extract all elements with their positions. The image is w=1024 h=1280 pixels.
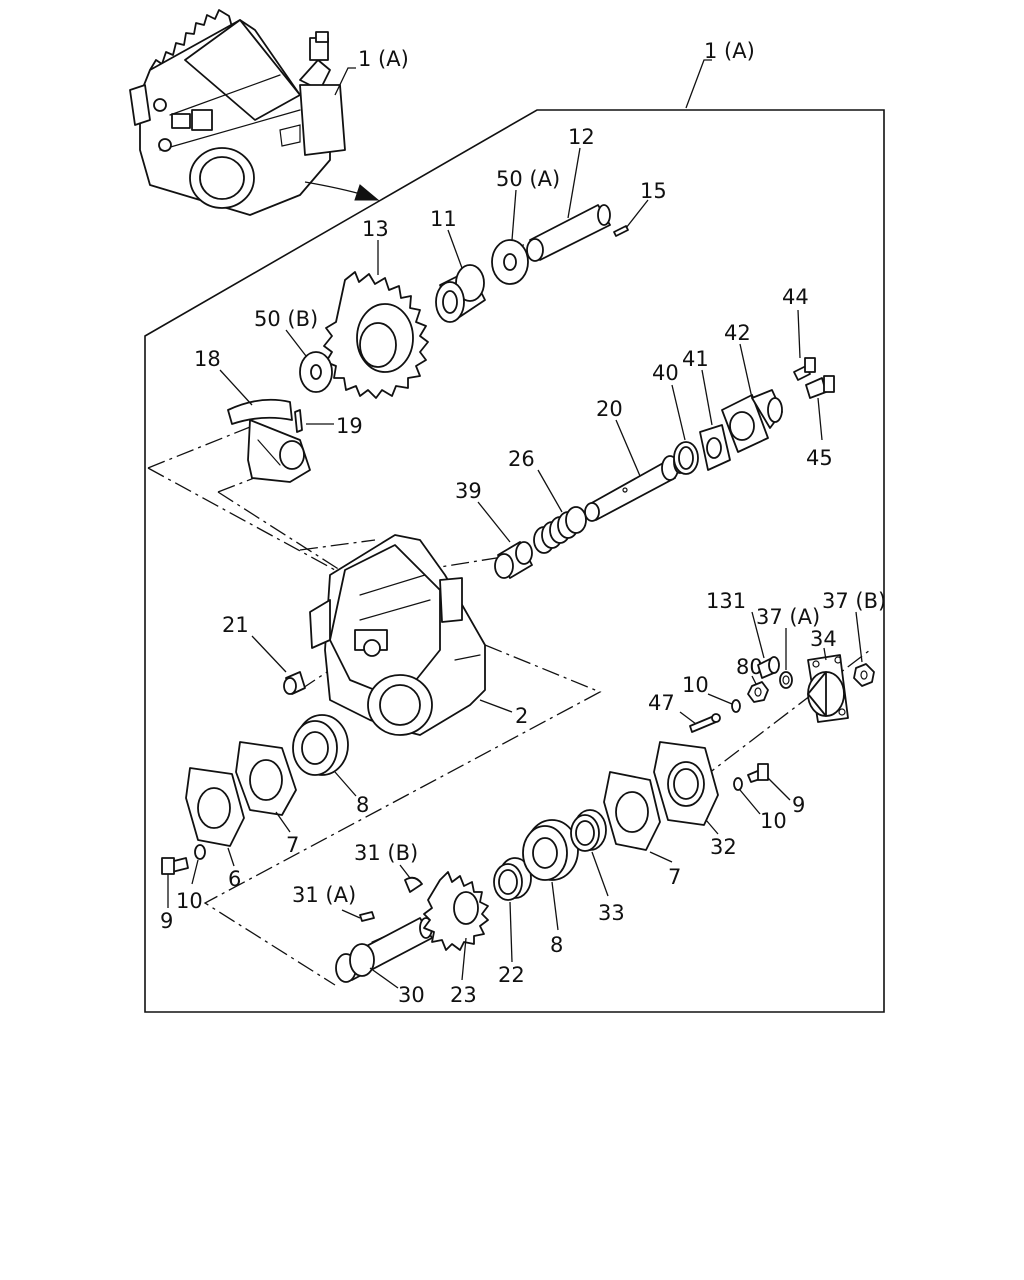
label-41: 41 [682,347,709,371]
label-20: 20 [596,397,623,421]
part-44-bolt [793,357,816,381]
label-131: 131 [706,589,746,613]
label-10-mid: 10 [682,673,709,697]
part-6-cover-plate [185,767,245,847]
part-10-washer-right [733,777,743,791]
part-26-spring [533,506,587,554]
label-23: 23 [450,983,477,1007]
label-37a: 37 (A) [756,605,820,629]
part-31b-key [404,876,423,893]
part-34-cover [807,654,849,723]
part-32-cover-plate [653,741,719,826]
part-42-cover [721,389,783,453]
label-44: 44 [782,285,809,309]
label-18: 18 [194,347,221,371]
part-30-output-shaft [335,917,433,983]
part-20-shift-rod [584,450,687,522]
part-37b-nut [853,663,875,687]
part-23-gear [423,871,489,951]
label-42: 42 [724,321,751,345]
label-7-right: 7 [668,865,681,889]
part-22-collar [493,857,532,901]
part-13-gear [323,271,429,399]
label-8-left: 8 [356,793,369,817]
label-30: 30 [398,983,425,1007]
label-47: 47 [648,691,675,715]
part-80-nut [747,681,769,703]
part-39-bushing [494,541,533,579]
part-37a-washer [779,671,793,689]
part-9-bolt-right [747,763,769,783]
overview-assembly [129,9,380,216]
label-40: 40 [652,361,679,385]
part-50a-washer [491,239,529,285]
part-41-gasket [699,424,731,471]
label-8-bottom: 8 [550,933,563,957]
part-31a-key [359,911,375,922]
part-50b-washer [299,351,333,393]
label-9-right: 9 [792,793,805,817]
assembly-frame [144,109,885,1013]
part-47-stud [689,713,721,733]
label-1a-main: 1 (A) [704,39,755,63]
label-22: 22 [498,963,525,987]
label-1a-top: 1 (A) [358,47,409,71]
part-7-gasket-right [603,771,661,851]
part-10-washer-left [194,844,206,860]
part-40-o-ring [673,441,699,475]
part-21-plug [283,671,306,695]
label-45: 45 [806,446,833,470]
part-7-gasket-left [235,741,297,816]
label-21: 21 [222,613,249,637]
part-45-bolt [805,375,835,399]
label-7-left: 7 [286,833,299,857]
part-8-ball-bearing-right [522,819,579,881]
label-12: 12 [568,125,595,149]
part-12-shaft [526,204,611,262]
label-39: 39 [455,479,482,503]
label-33: 33 [598,901,625,925]
part-2-housing [309,534,486,736]
label-37b: 37 (B) [822,589,886,613]
label-6: 6 [228,867,241,891]
part-18-shift-fork [227,398,311,483]
label-19: 19 [336,414,363,438]
label-31a: 31 (A) [292,883,356,907]
part-9-bolt-left [161,857,189,875]
label-26: 26 [508,447,535,471]
label-10-right: 10 [760,809,787,833]
part-131-plug [757,656,780,679]
label-13: 13 [362,217,389,241]
label-9-left: 9 [160,909,173,933]
part-33-oil-seal [570,809,607,852]
part-19-pin [294,409,303,433]
label-15: 15 [640,179,667,203]
part-10-washer-mid [731,699,741,713]
label-34: 34 [810,627,837,651]
label-31b: 31 (B) [354,841,418,865]
label-2: 2 [515,704,528,728]
part-15-pin [613,225,629,237]
part-11-needle-bearing [435,264,486,323]
label-11: 11 [430,207,457,231]
part-8-ball-bearing-left [292,714,349,776]
label-10-left: 10 [176,889,203,913]
label-32: 32 [710,835,737,859]
label-50b: 50 (B) [254,307,318,331]
label-50a: 50 (A) [496,167,560,191]
